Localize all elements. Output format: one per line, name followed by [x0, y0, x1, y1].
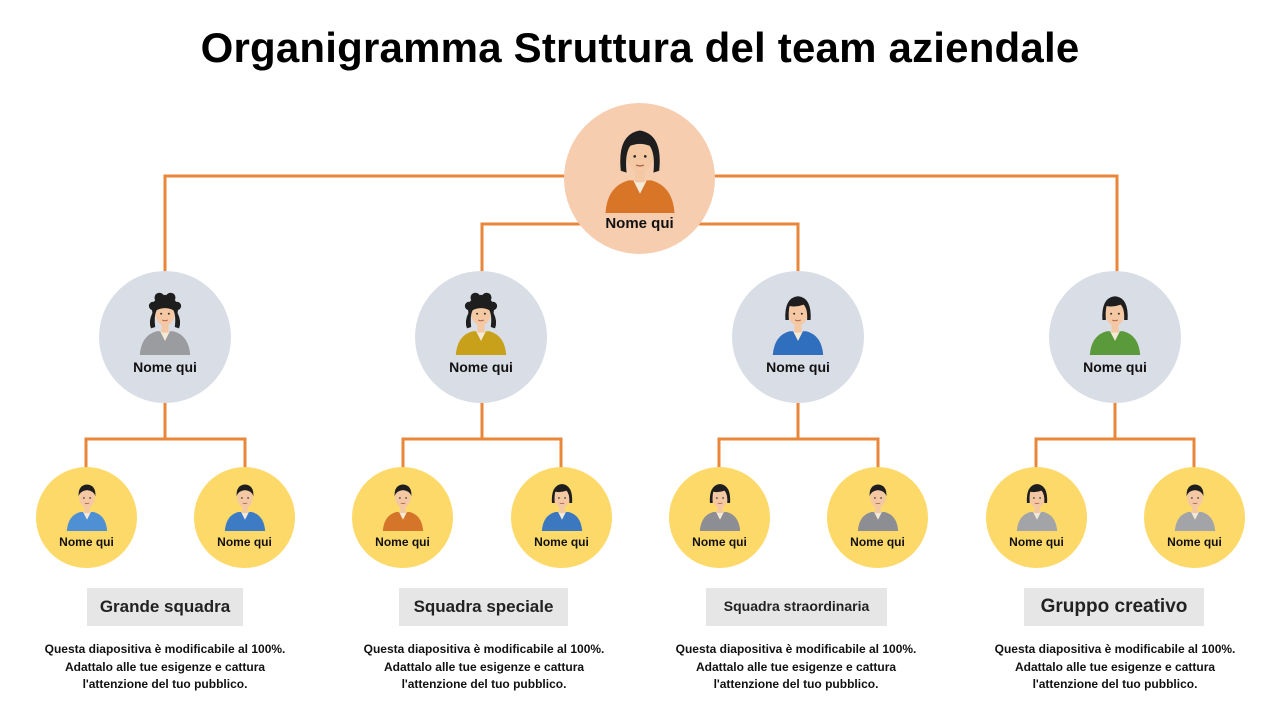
connector-team-1-members — [84, 437, 247, 468]
person-avatar-icon — [139, 292, 191, 355]
connector-ceo-team-1 — [163, 174, 566, 272]
team-description-2: Questa diapositiva è modificabile al 100… — [363, 642, 605, 691]
manager-name: Nome qui — [1083, 359, 1147, 375]
team-label-3: Squadra straordinaria — [706, 588, 887, 626]
member-node: Nome qui — [36, 467, 137, 568]
connector-ceo-team-3 — [698, 222, 800, 272]
team-description-1: Questa diapositiva è modificabile al 100… — [44, 642, 286, 691]
person-avatar-icon — [541, 483, 582, 531]
member-node: Nome qui — [986, 467, 1087, 568]
member-name: Nome qui — [59, 535, 114, 549]
person-avatar-icon — [772, 296, 824, 355]
manager-name: Nome qui — [133, 359, 197, 375]
team-description-3: Questa diapositiva è modificabile al 100… — [675, 642, 917, 691]
member-node: Nome qui — [352, 467, 453, 568]
manager-name: Nome qui — [766, 359, 830, 375]
member-node: Nome qui — [669, 467, 770, 568]
team-description-4: Questa diapositiva è modificabile al 100… — [994, 642, 1236, 691]
team-label-2: Squadra speciale — [399, 588, 568, 626]
person-avatar-icon — [1016, 483, 1057, 531]
member-name: Nome qui — [534, 535, 589, 549]
member-node: Nome qui — [827, 467, 928, 568]
manager-node-team-4: Nome qui — [1049, 271, 1181, 403]
connector-team-2-members — [401, 437, 563, 468]
member-name: Nome qui — [692, 535, 747, 549]
member-name: Nome qui — [217, 535, 272, 549]
member-name: Nome qui — [1167, 535, 1222, 549]
person-avatar-icon — [857, 484, 898, 531]
connector-team-4-members — [1034, 437, 1196, 468]
team-label-1: Grande squadra — [87, 588, 243, 626]
member-node: Nome qui — [194, 467, 295, 568]
member-name: Nome qui — [850, 535, 905, 549]
connector-group — [84, 174, 1196, 468]
page-title: Organigramma Struttura del team aziendal… — [200, 24, 1080, 71]
manager-node-team-1: Nome qui — [99, 271, 231, 403]
connector-team-3-members — [717, 437, 880, 468]
person-avatar-icon — [455, 292, 507, 355]
manager-name: Nome qui — [449, 359, 513, 375]
person-avatar-icon — [224, 484, 265, 531]
person-avatar-icon — [604, 130, 675, 213]
member-name: Nome qui — [1009, 535, 1064, 549]
team-label-4: Gruppo creativo — [1024, 588, 1204, 626]
person-avatar-icon — [1174, 484, 1215, 531]
member-node: Nome qui — [1144, 467, 1245, 568]
person-avatar-icon — [699, 483, 740, 531]
member-node: Nome qui — [511, 467, 612, 568]
person-avatar-icon — [382, 484, 423, 531]
ceo-node: Nome qui — [564, 103, 715, 254]
person-avatar-icon — [66, 484, 107, 531]
manager-node-team-2: Nome qui — [415, 271, 547, 403]
connector-ceo-team-4 — [714, 174, 1119, 272]
person-avatar-icon — [1089, 296, 1141, 355]
ceo-name: Nome qui — [605, 215, 674, 232]
connector-ceo-team-2 — [480, 222, 582, 272]
manager-node-team-3: Nome qui — [732, 271, 864, 403]
member-name: Nome qui — [375, 535, 430, 549]
